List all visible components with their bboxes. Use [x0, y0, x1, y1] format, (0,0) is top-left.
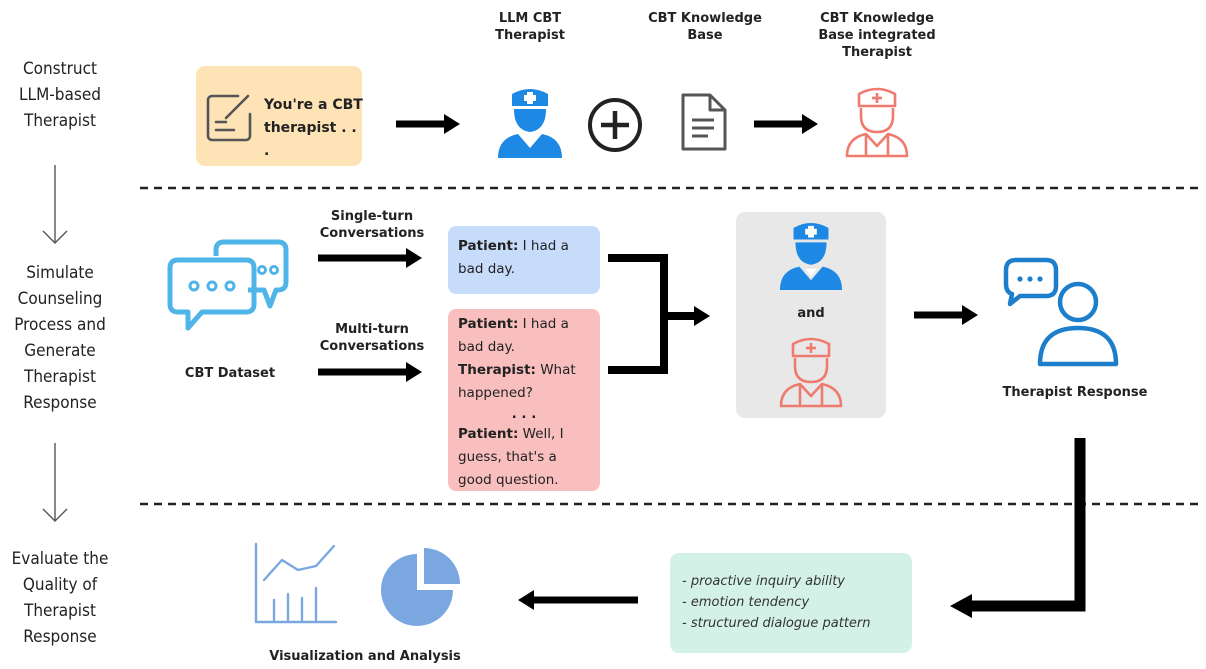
dataset-label: CBT Dataset — [184, 366, 276, 381]
prompt-text: You're a CBT therapist . . . — [264, 97, 363, 159]
stage-construct: Construct LLM-based Therapist — [19, 59, 101, 131]
speaker-label: Therapist: — [458, 362, 536, 378]
edit-icon — [206, 94, 252, 142]
person-chat-icon — [1003, 257, 1119, 367]
speaker-label: Patient: — [458, 238, 519, 254]
doctor-icon — [779, 222, 843, 290]
multi-turn-message: Patient: I had a bad day. Therapist: Wha… — [448, 309, 600, 491]
line-chart-icon — [254, 542, 338, 624]
message-text: I had a bad day. — [458, 238, 569, 277]
arrow-icon — [318, 362, 422, 382]
message-text: Well, I guess, that's a good question. — [458, 426, 564, 488]
return-connector — [950, 438, 1086, 618]
metric-item: - structured dialogue pattern — [682, 616, 871, 631]
doctor-icon — [498, 89, 562, 158]
stage-simulate: Simulate Counseling Process and Generate… — [14, 263, 106, 413]
llm-therapist-label: LLM CBT Therapist — [495, 11, 565, 43]
down-arrow-icon — [42, 443, 68, 522]
metric-item: - emotion tendency — [682, 595, 810, 610]
single-turn-label: Single-turn Conversations — [319, 209, 425, 241]
pie-chart-icon — [381, 548, 460, 626]
knowledge-base-label: CBT Knowledge Base — [648, 11, 762, 43]
arrow-icon — [318, 248, 422, 268]
response-label: Therapist Response — [1002, 385, 1148, 400]
separator-line — [140, 186, 1200, 190]
arrow-icon — [518, 590, 638, 610]
arrow-icon — [396, 114, 460, 134]
multi-turn-label: Multi-turn Conversations — [319, 322, 425, 354]
chat-bubbles-icon — [167, 239, 289, 331]
arrow-icon — [914, 305, 978, 325]
stage-evaluate: Evaluate the Quality of Therapist Respon… — [11, 549, 109, 647]
speaker-label: Patient: — [458, 426, 519, 442]
and-label: and — [797, 306, 825, 321]
kb-therapist-label: CBT Knowledge Base integrated Therapist — [818, 11, 936, 60]
doctor-outline-icon — [845, 87, 909, 158]
arrow-icon — [754, 114, 818, 134]
dialogue-turn: Therapist: What happened? — [458, 359, 590, 405]
document-icon — [681, 93, 727, 151]
message-text: What happened? — [458, 362, 576, 401]
dialogue-turn: Patient: I had a bad day. — [458, 313, 590, 359]
metrics-box: - proactive inquiry ability - emotion te… — [670, 553, 912, 653]
message-text: I had a bad day. — [458, 316, 569, 355]
prompt-box — [196, 66, 362, 166]
metric-item: - proactive inquiry ability — [682, 574, 845, 589]
dialogue-turn: Patient: Well, I guess, that's a good qu… — [458, 423, 590, 492]
ellipsis: . . . — [511, 406, 537, 422]
speaker-label: Patient: — [458, 316, 519, 332]
plus-circle-icon — [588, 98, 642, 152]
doctor-outline-icon — [779, 337, 843, 408]
down-arrow-icon — [42, 165, 68, 244]
separator-line — [140, 502, 1200, 506]
merge-connector — [608, 254, 710, 374]
viz-label: Visualization and Analysis — [269, 649, 461, 664]
single-turn-message: Patient: I had a bad day. — [448, 226, 600, 294]
